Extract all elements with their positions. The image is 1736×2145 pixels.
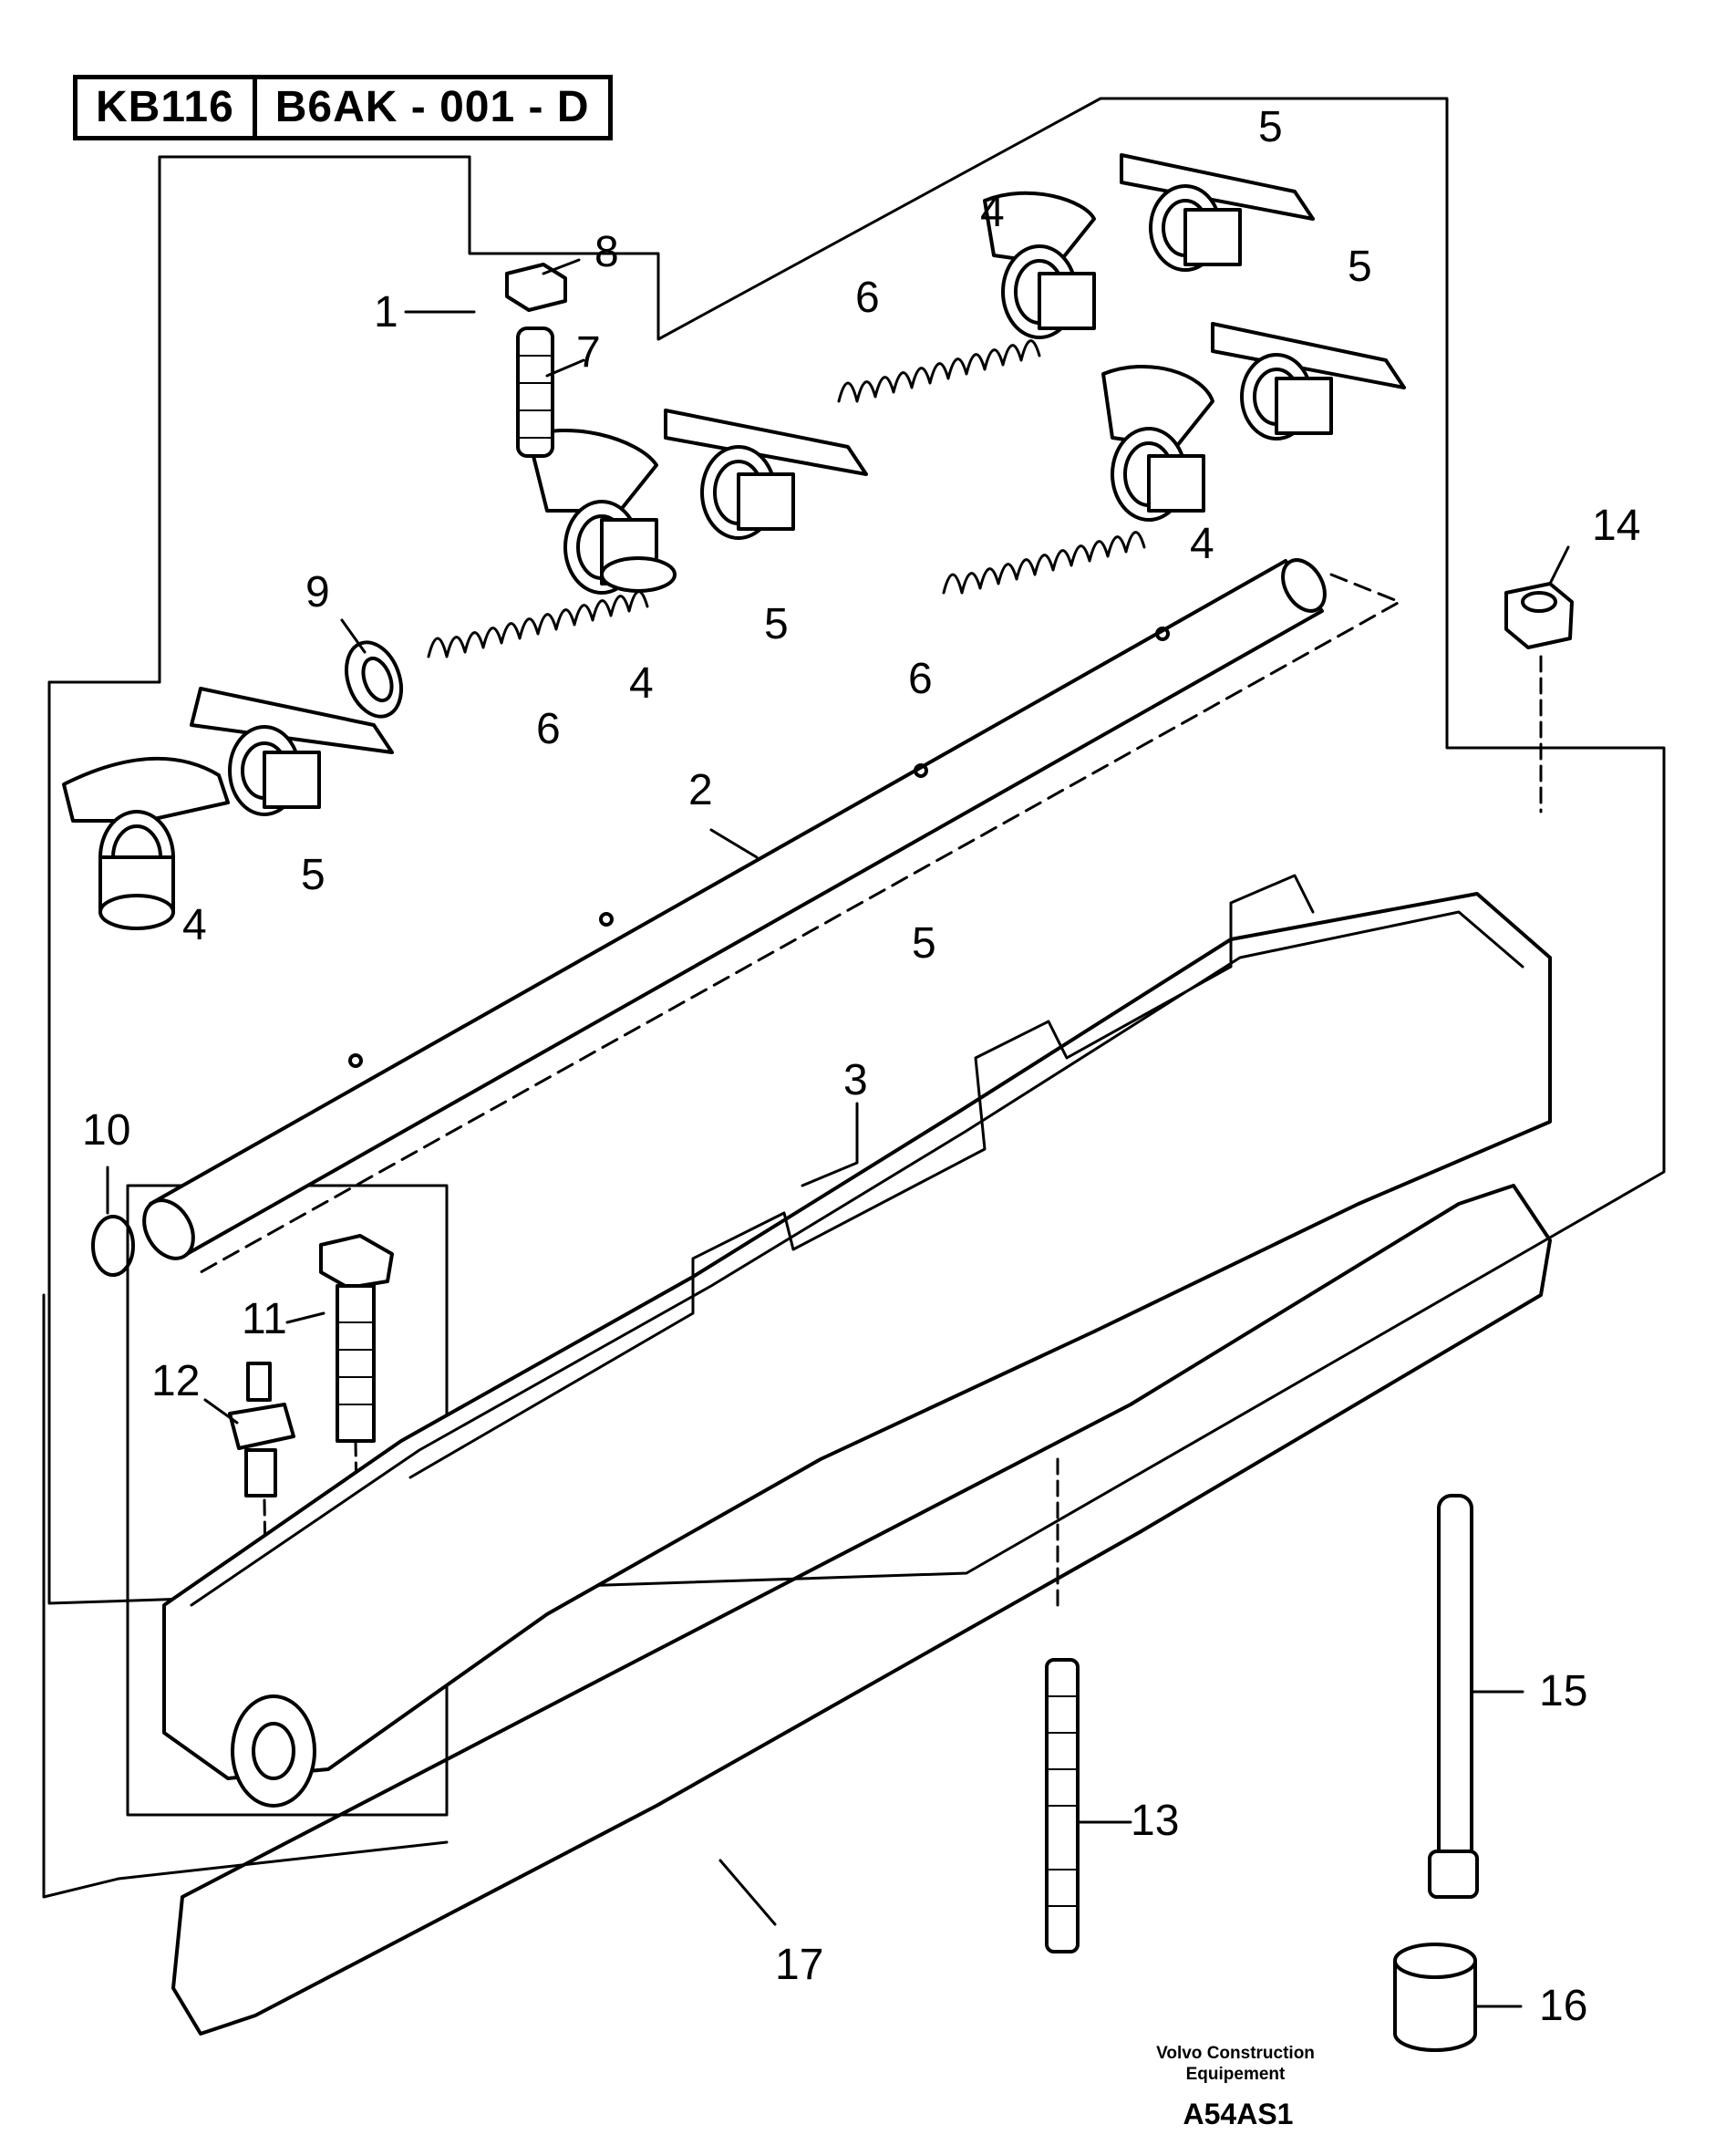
callout-16: 16 (1539, 1982, 1587, 2030)
spring-set (427, 339, 1146, 658)
callout-13: 13 (1131, 1797, 1179, 1845)
callout-3: 3 (843, 1056, 868, 1104)
gasket (171, 1184, 1552, 2036)
callout-14: 14 (1592, 502, 1640, 550)
rocker-arm-set (62, 153, 1406, 930)
company-line-1: Volvo Construction (1156, 2044, 1315, 2063)
group-outline-left (47, 155, 471, 684)
callout-5-e: 5 (912, 919, 936, 968)
callout-5-d: 5 (1348, 243, 1372, 291)
lock-nut (1504, 582, 1574, 813)
callout-11: 11 (242, 1295, 287, 1343)
callout-7: 7 (576, 328, 601, 377)
group-code: KB116 (96, 83, 234, 131)
figure-header: KB116 B6AK - 001 - D (73, 75, 613, 140)
callout-4-b: 4 (629, 659, 654, 708)
callout-6-b: 6 (855, 274, 880, 322)
nut-and-stud (505, 263, 567, 458)
callout-labels: 1 2 3 4 4 4 4 5 5 5 5 5 6 6 6 7 8 9 10 1… (82, 103, 1640, 2030)
rocker-shaft (142, 558, 1401, 1274)
push-rod (1428, 1494, 1479, 1899)
callout-4-d: 4 (1190, 520, 1214, 568)
callout-8: 8 (594, 228, 619, 276)
washer (345, 640, 403, 719)
callout-10: 10 (82, 1106, 130, 1155)
drawing-code: A54AS1 (1183, 2098, 1294, 2130)
callout-4-a: 4 (182, 901, 207, 949)
stud (1045, 1658, 1080, 1953)
company-line-2: Equipement (1185, 2065, 1286, 2084)
o-ring (91, 1215, 135, 1277)
callout-1: 1 (374, 288, 398, 337)
callout-9: 9 (305, 568, 330, 617)
cup (1393, 1943, 1477, 2052)
leader-lines (106, 258, 1570, 2008)
callout-17: 17 (775, 1941, 823, 1989)
callout-15: 15 (1539, 1667, 1587, 1715)
callout-6-a: 6 (536, 705, 561, 753)
callout-4-c: 4 (980, 188, 1005, 236)
callout-12: 12 (151, 1357, 200, 1405)
callout-5-c: 5 (1258, 103, 1283, 151)
callout-5-b: 5 (764, 600, 789, 648)
callout-2: 2 (688, 766, 713, 814)
cover-group-outline (42, 1293, 449, 1899)
callout-5-a: 5 (301, 851, 326, 899)
callout-6-c: 6 (908, 655, 933, 703)
breather-fitting (228, 1362, 295, 1634)
company-name: Volvo Construction Equipement (1112, 2043, 1359, 2085)
figure-number: B6AK - 001 - D (252, 79, 608, 136)
valve-cover (162, 874, 1552, 1808)
